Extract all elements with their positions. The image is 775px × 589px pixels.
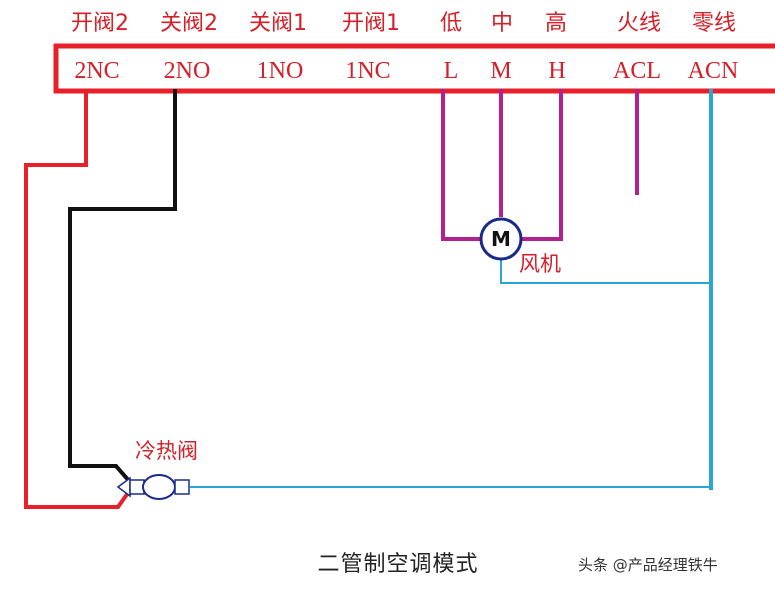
terminal-function-labels: 开阀2 关阀2 关阀1 开阀1 低 中 高 火线 零线 (71, 11, 736, 36)
valve-right-port-icon (174, 479, 190, 495)
fan-motor: M (479, 217, 523, 261)
wire-high-speed (520, 89, 563, 241)
terminal-code-2no: 2NO (164, 58, 211, 84)
terminal-function-m: 中 (491, 11, 513, 36)
terminal-code-acn: ACN (688, 58, 739, 84)
motor-icon (479, 217, 523, 261)
diagram-caption: 二管制空调模式 (317, 552, 478, 577)
terminal-block (53, 43, 775, 94)
terminal-codes: 2NC 2NO 1NO 1NC L M H ACL ACN (74, 58, 738, 84)
fan-label: 风机 (519, 252, 561, 276)
terminal-function-2no: 关阀2 (160, 11, 218, 36)
terminal-function-acl: 火线 (617, 11, 661, 36)
terminal-code-1no: 1NO (257, 58, 304, 84)
terminal-function-2nc: 开阀2 (71, 11, 129, 36)
terminal-function-1no: 关阀1 (249, 11, 307, 36)
wire-low-speed (441, 89, 481, 241)
fan-speed-wires (441, 89, 639, 241)
valve-left-port-icon (129, 479, 145, 495)
watermark: 头条 @产品经理铁牛 (578, 556, 718, 574)
terminal-code-2nc: 2NC (74, 58, 119, 84)
valve-symbol (116, 474, 190, 500)
valve-body-icon (142, 474, 176, 500)
terminal-function-h: 高 (545, 11, 567, 36)
wire-fan-neutral (500, 260, 711, 284)
terminal-function-acn: 零线 (692, 11, 736, 36)
terminal-code-h: H (548, 58, 565, 84)
terminal-code-m: M (490, 58, 511, 84)
neutral-wires (190, 89, 713, 490)
wire-2nc-to-valve (24, 93, 132, 509)
terminal-function-1nc: 开阀1 (342, 11, 400, 36)
valve-left-connector-icon (116, 476, 131, 498)
terminal-code-1nc: 1NC (345, 58, 390, 84)
terminal-code-l: L (444, 58, 459, 84)
terminal-code-acl: ACL (613, 58, 661, 84)
motor-symbol-letter: M (491, 227, 511, 251)
terminal-function-l: 低 (440, 11, 462, 36)
valve-label: 冷热阀 (135, 439, 198, 463)
wire-2no-to-valve (68, 89, 177, 484)
